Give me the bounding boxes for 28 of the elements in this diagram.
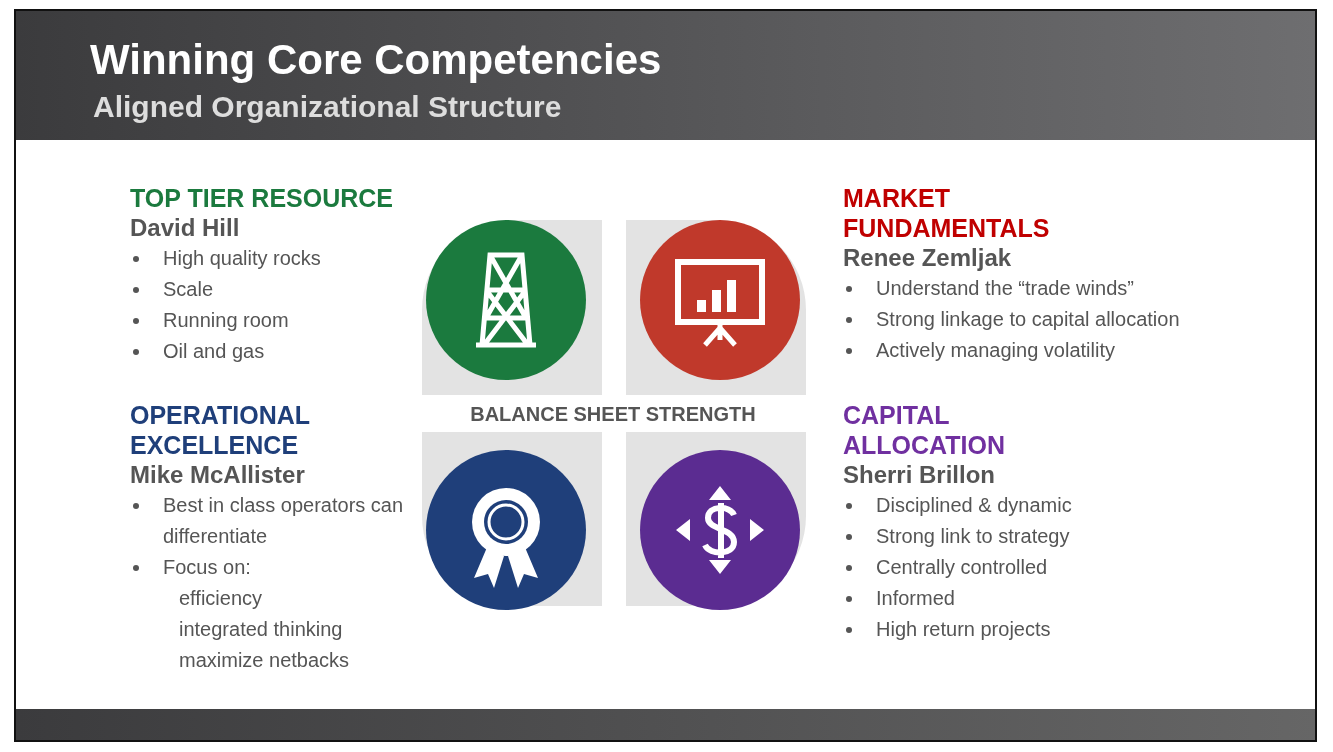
bullet-item: Centrally controlled [876, 555, 1049, 580]
bullet-item: Informed [876, 586, 956, 611]
person-name: Mike McAllister [130, 460, 306, 490]
bullet-item: Best in class operators can differentiate [163, 493, 405, 549]
section-heading: TOP TIER RESOURCE [130, 183, 394, 213]
person-name: Renee Zemljak [843, 243, 1013, 273]
bullet-item: Running room [163, 308, 290, 333]
bullet-item: Strong linkage to capital allocation [876, 307, 1181, 332]
person-name: Sherri Brillon [843, 460, 997, 490]
center-caption: BALANCE SHEET STRENGTH [469, 403, 757, 426]
bullet-item: High quality rocks [163, 246, 322, 271]
person-name: David Hill [130, 213, 241, 243]
sub-item: integrated thinking [179, 617, 344, 642]
bullet-item: Focus on: [163, 555, 252, 580]
bullet-item: High return projects [876, 617, 1052, 642]
sub-item: maximize netbacks [179, 648, 351, 673]
section-heading: OPERATIONAL EXCELLENCE [130, 400, 311, 460]
section-heading: CAPITAL ALLOCATION [843, 400, 1006, 460]
bullet-item: Strong link to strategy [876, 524, 1071, 549]
slide-title: Winning Core Competencies [90, 36, 662, 84]
bullet-item: Oil and gas [163, 339, 266, 364]
section-heading: MARKET FUNDAMENTALS [843, 183, 1051, 243]
bullet-item: Disciplined & dynamic [876, 493, 1073, 518]
sub-item: efficiency [179, 586, 263, 611]
bullet-item: Scale [163, 277, 215, 302]
slide-subtitle: Aligned Organizational Structure [93, 90, 562, 124]
bullet-item: Understand the “trade winds” [876, 276, 1135, 301]
bullet-item: Actively managing volatility [876, 338, 1116, 363]
